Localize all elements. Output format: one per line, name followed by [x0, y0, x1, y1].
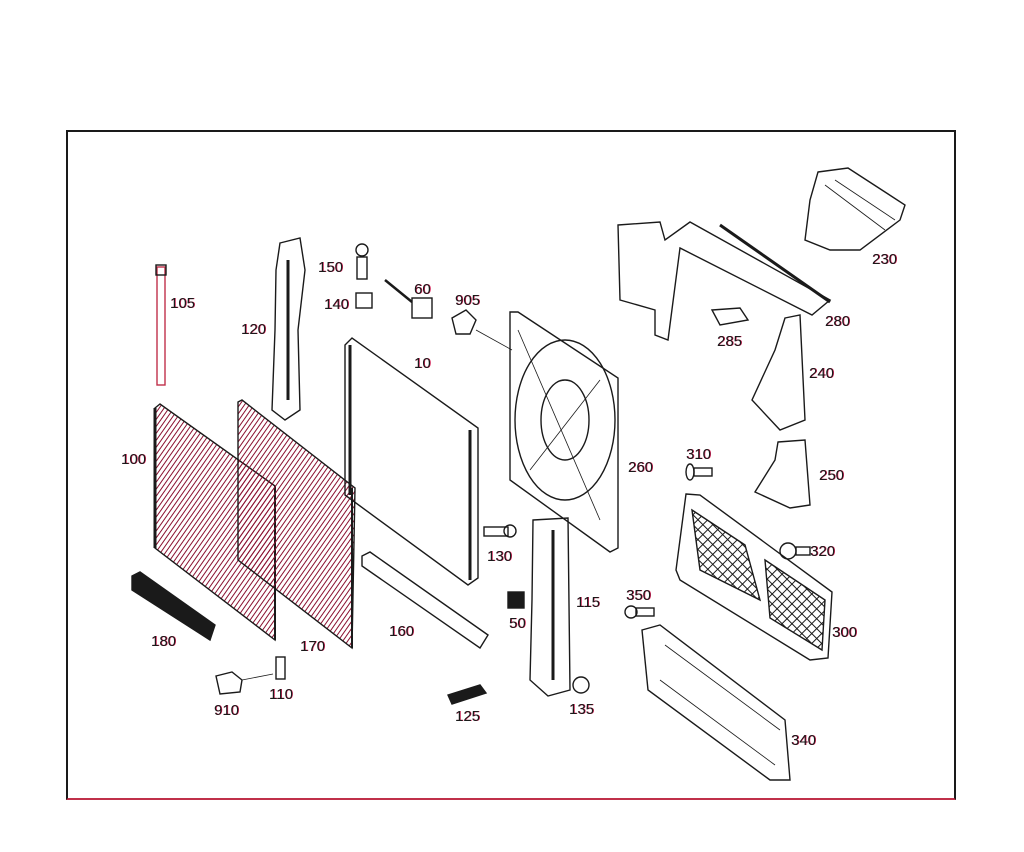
part-label-135[interactable]: 135 [569, 701, 595, 718]
part-label-230[interactable]: 230 [872, 251, 898, 268]
part-130-bolt [483, 524, 517, 538]
part-910-label [215, 671, 274, 695]
part-110-switch [275, 656, 286, 680]
part-105-tube [155, 264, 167, 386]
part-label-105[interactable]: 105 [170, 295, 196, 312]
part-label-110[interactable]: 110 [269, 686, 293, 703]
part-label-140[interactable]: 140 [324, 296, 350, 313]
part-10-radiator [344, 337, 479, 586]
part-label-310[interactable]: 310 [686, 446, 712, 463]
part-label-100[interactable]: 100 [121, 451, 147, 468]
part-label-180[interactable]: 180 [151, 633, 177, 650]
part-label-320[interactable]: 320 [810, 543, 836, 560]
part-label-125[interactable]: 125 [455, 708, 481, 725]
part-label-340[interactable]: 340 [791, 732, 817, 749]
part-label-115[interactable]: 115 [576, 594, 600, 611]
diagram-frame [66, 130, 956, 800]
part-285-bracket [710, 307, 750, 326]
part-label-905[interactable]: 905 [455, 292, 481, 309]
part-60-sensor [384, 279, 433, 319]
part-150-clip [355, 243, 369, 280]
part-350-bolt [624, 605, 655, 619]
part-300-grille [675, 493, 833, 661]
part-label-160[interactable]: 160 [389, 623, 415, 640]
part-125-latch [447, 684, 488, 705]
part-310-screw [685, 463, 713, 481]
part-label-250[interactable]: 250 [819, 467, 845, 484]
part-label-240[interactable]: 240 [809, 365, 835, 382]
part-120-bracket [271, 237, 306, 421]
part-50-connector [507, 591, 525, 609]
part-label-50[interactable]: 50 [509, 615, 526, 632]
part-label-120[interactable]: 120 [241, 321, 267, 338]
part-170-core [237, 399, 356, 650]
part-240-air-guide [751, 314, 806, 431]
part-230-duct [804, 167, 906, 251]
part-label-60[interactable]: 60 [414, 281, 431, 298]
part-label-350[interactable]: 350 [626, 587, 652, 604]
part-label-910[interactable]: 910 [214, 702, 240, 719]
part-label-150[interactable]: 150 [318, 259, 344, 276]
part-135-grommet [572, 676, 590, 694]
part-label-260[interactable]: 260 [628, 459, 654, 476]
part-160-seal [361, 551, 489, 649]
part-905-label [451, 309, 513, 351]
part-label-285[interactable]: 285 [717, 333, 743, 350]
part-115-bracket [529, 517, 571, 697]
part-label-300[interactable]: 300 [832, 624, 858, 641]
part-250-air-guide [753, 439, 811, 509]
part-180-cooler [131, 571, 216, 642]
part-140-grommet [355, 292, 373, 309]
part-280-carrier [617, 221, 832, 341]
part-label-280[interactable]: 280 [825, 313, 851, 330]
part-260-fan-shroud [509, 311, 619, 553]
part-label-170[interactable]: 170 [300, 638, 326, 655]
part-label-130[interactable]: 130 [487, 548, 513, 565]
part-label-10[interactable]: 10 [414, 355, 431, 372]
part-340-shutter [641, 624, 791, 781]
